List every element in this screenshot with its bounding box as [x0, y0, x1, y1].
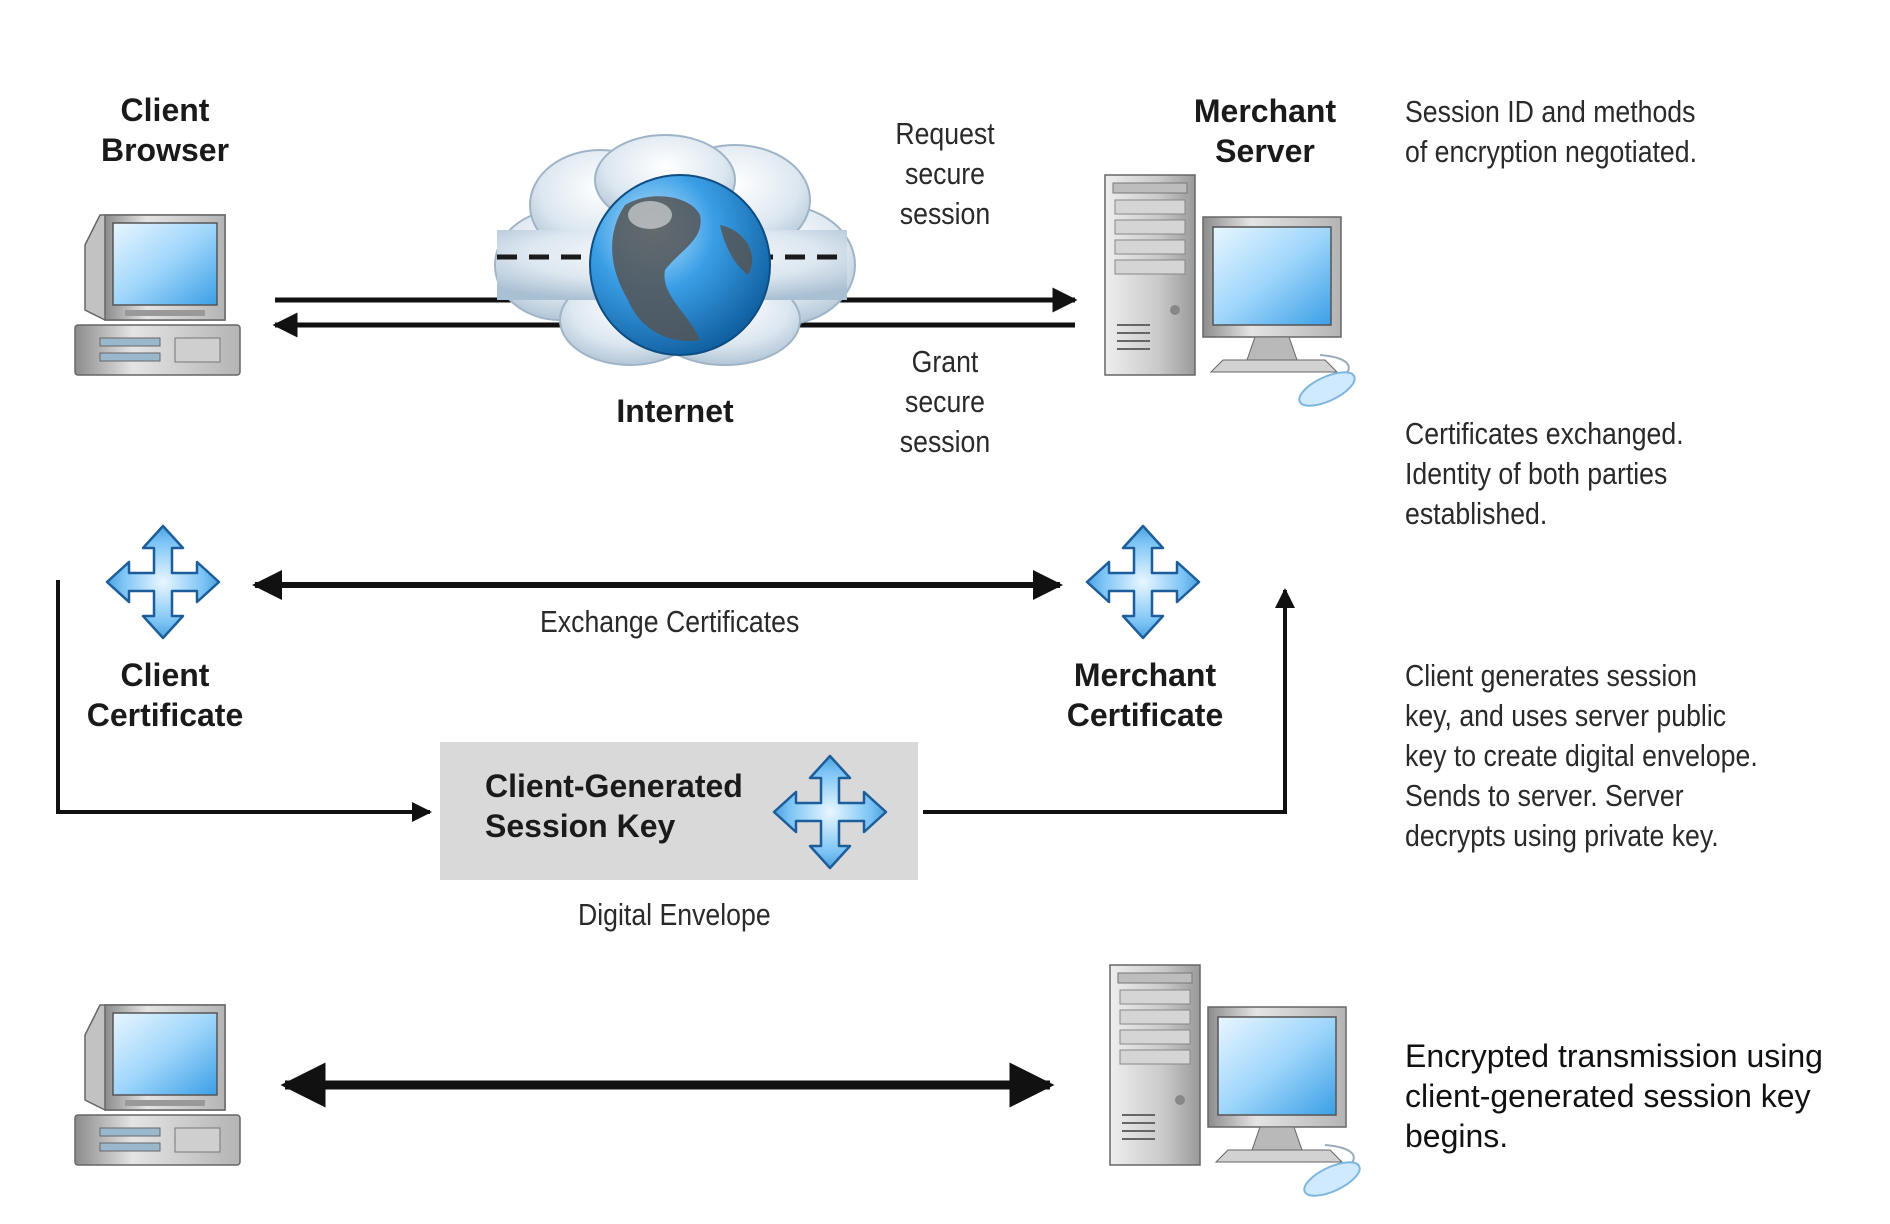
internet-globe-icon	[494, 134, 856, 366]
step2-note: Certificates exchanged. Identity of both…	[1405, 414, 1684, 534]
merchant-certificate-line-1: Merchant	[1073, 657, 1217, 693]
step1-line-2: of encryption negotiated.	[1405, 134, 1697, 169]
step4-line-1: Encrypted transmission using	[1405, 1038, 1823, 1074]
grant-label: Grant secure session	[872, 342, 1018, 462]
client-certificate-icon	[105, 524, 221, 640]
session-key-line-2: Session Key	[485, 808, 676, 844]
client-computer-icon	[74, 1004, 241, 1166]
request-line-3: session	[899, 196, 991, 231]
client-browser-label: Client Browser	[60, 90, 270, 170]
step3-line-3: key to create digital envelope.	[1405, 738, 1758, 773]
client-browser-line-1: Client	[120, 92, 210, 128]
step1-line-1: Session ID and methods	[1405, 94, 1696, 129]
client-browser-computer-icon	[74, 214, 241, 376]
envelope-deliver-arrow	[923, 588, 1295, 814]
session-key-line-1: Client-Generated	[485, 768, 743, 804]
merchant-server-icon-2	[1109, 964, 1366, 1204]
merchant-certificate-line-2: Certificate	[1066, 697, 1224, 733]
grant-line-2: secure	[904, 384, 986, 419]
client-certificate-line-1: Client	[120, 657, 210, 693]
step3-line-5: decrypts using private key.	[1405, 818, 1719, 853]
internet-label: Internet	[616, 393, 734, 429]
request-label: Request secure session	[872, 114, 1018, 234]
client-certificate-line-2: Certificate	[86, 697, 244, 733]
step3-line-1: Client generates session	[1405, 658, 1697, 693]
step4-line-2: client-generated session key	[1405, 1078, 1811, 1114]
merchant-certificate-icon	[1085, 524, 1201, 640]
step2-line-1: Certificates exchanged.	[1405, 416, 1684, 451]
session-key-label: Client-Generated Session Key	[485, 766, 743, 846]
client-certificate-label: Client Certificate	[55, 655, 275, 735]
step2-line-3: established.	[1405, 496, 1548, 531]
grant-line-3: session	[899, 424, 991, 459]
client-browser-line-2: Browser	[100, 132, 230, 168]
merchant-server-line-1: Merchant	[1193, 93, 1337, 129]
digital-envelope-label: Digital Envelope	[578, 897, 771, 932]
exchange-certificates-label: Exchange Certificates	[540, 604, 800, 639]
merchant-server-icon	[1104, 174, 1361, 414]
step1-note: Session ID and methods of encryption neg…	[1405, 92, 1697, 172]
request-line-2: secure	[904, 156, 986, 191]
merchant-server-label: Merchant Server	[1150, 91, 1380, 171]
step3-line-2: key, and uses server public	[1405, 698, 1727, 733]
envelope-send-arrow	[56, 580, 432, 822]
step3-line-4: Sends to server. Server	[1405, 778, 1684, 813]
step4-note: Encrypted transmission using client-gene…	[1405, 1036, 1823, 1156]
step2-line-2: Identity of both parties	[1405, 456, 1668, 491]
step4-line-3: begins.	[1405, 1118, 1509, 1154]
step3-note: Client generates session key, and uses s…	[1405, 656, 1758, 856]
request-line-1: Request	[895, 116, 995, 151]
grant-line-1: Grant	[911, 344, 979, 379]
merchant-certificate-label: Merchant Certificate	[1030, 655, 1260, 735]
merchant-server-line-2: Server	[1215, 133, 1315, 169]
